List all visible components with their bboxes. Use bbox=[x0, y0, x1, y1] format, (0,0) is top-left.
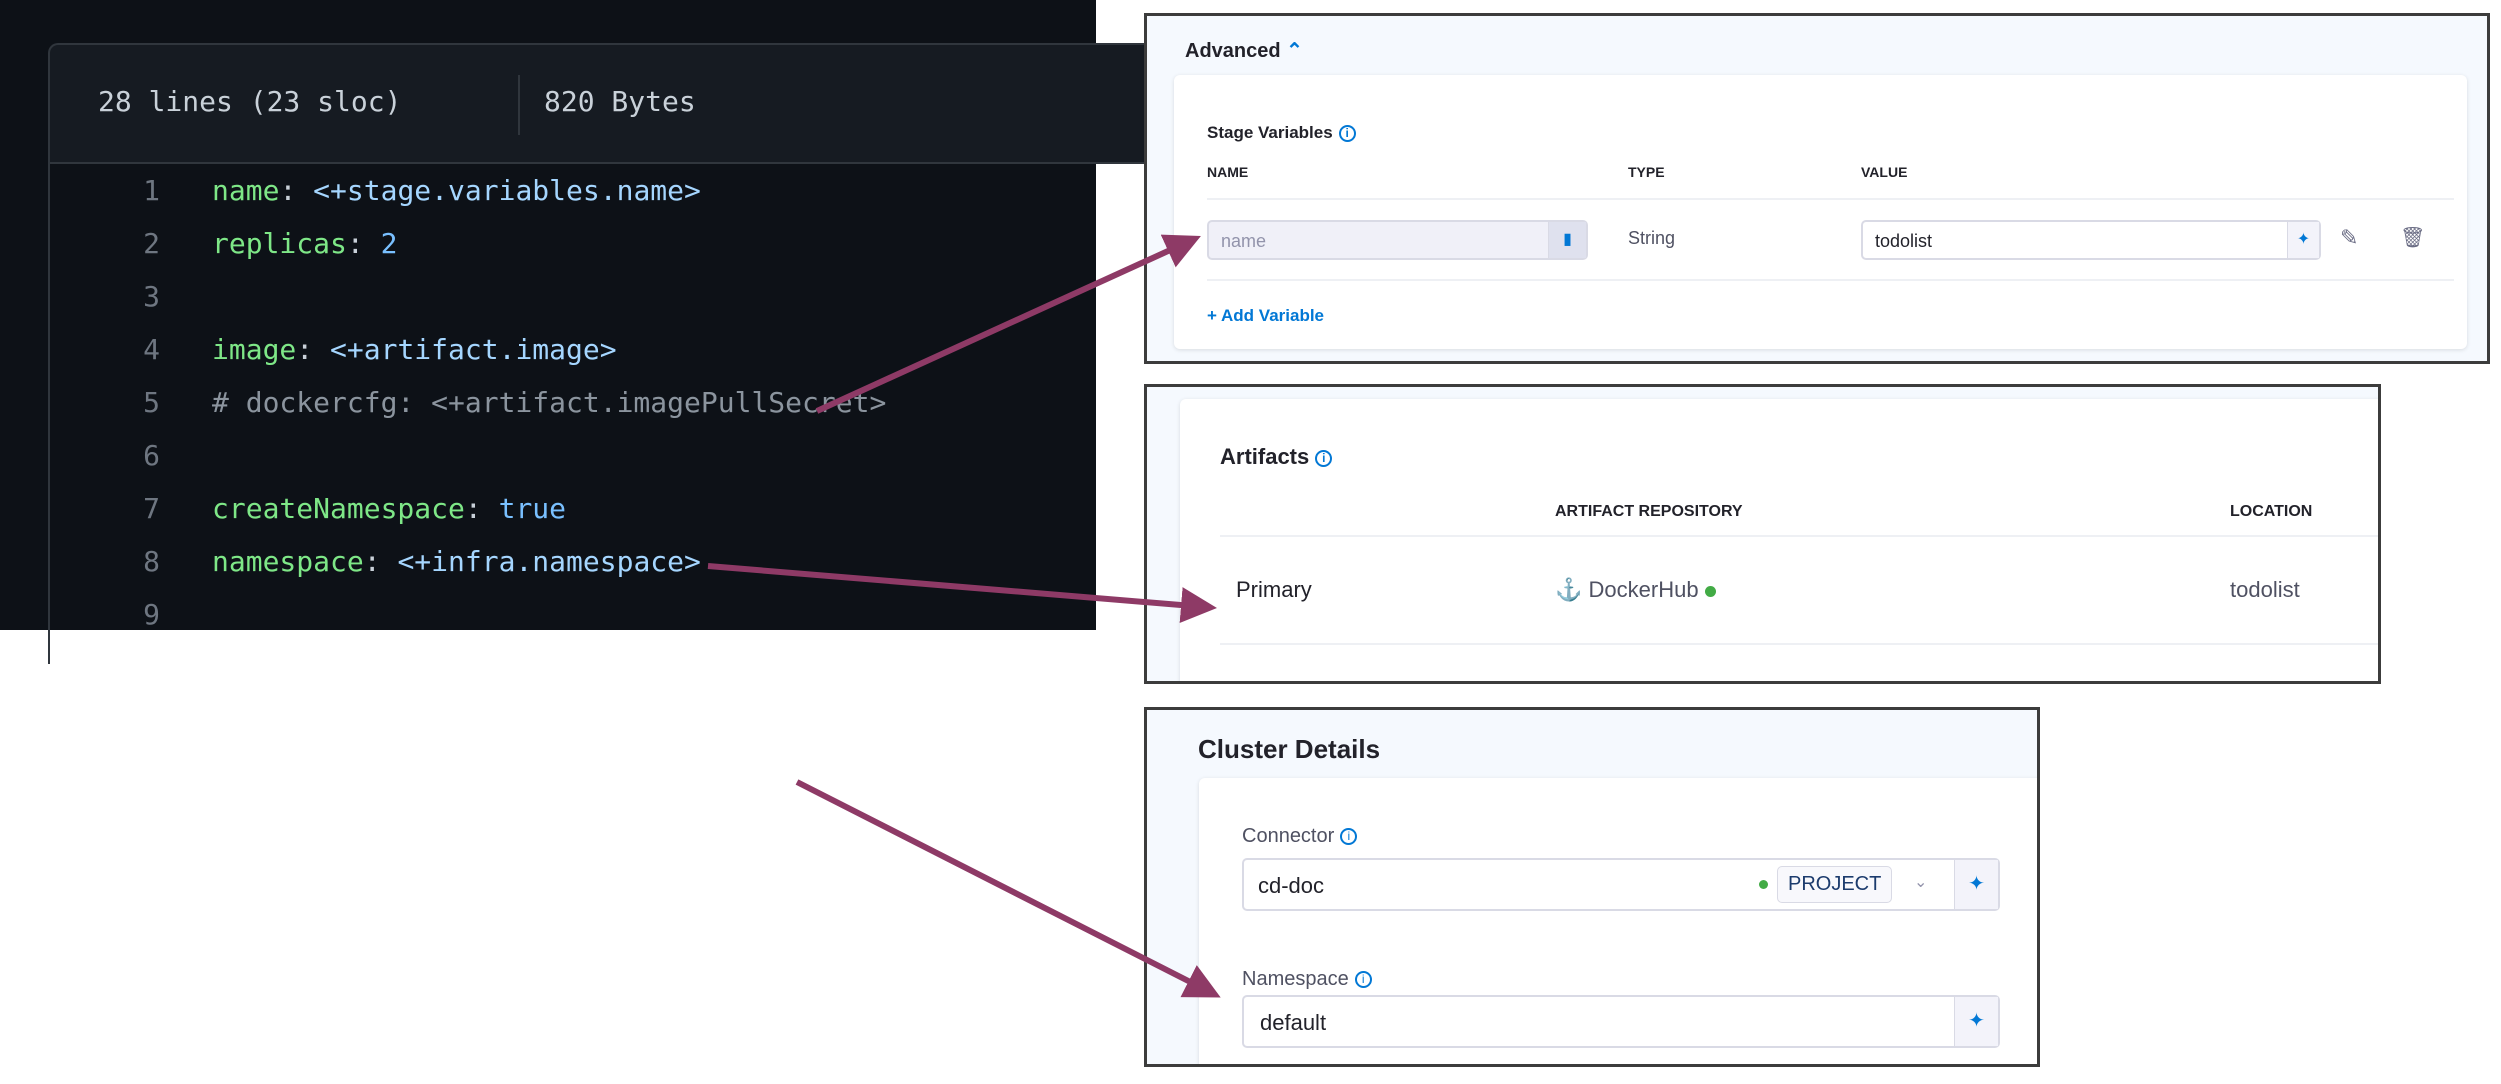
line-number: 8 bbox=[143, 545, 160, 578]
code-line: 2 replicas: 2 bbox=[50, 217, 1150, 270]
advanced-title: Advanced bbox=[1185, 40, 1281, 62]
code-line: 7 createNamespace: true bbox=[50, 482, 1150, 535]
code-line: 8 namespace: <+infra.namespace> bbox=[50, 535, 1150, 588]
code-line: 1 name: <+stage.variables.name> bbox=[50, 164, 1150, 217]
column-name: NAME bbox=[1207, 164, 1249, 180]
cluster-details-panel: Cluster Details Connector i cd-doc PROJEC… bbox=[1144, 707, 2040, 1067]
connector-label: Connector bbox=[1242, 825, 1335, 847]
cluster-card: Connector i cd-doc PROJECT ⌄ ✦ Namespace i… bbox=[1199, 778, 2037, 1064]
advanced-panel: Advanced ⌃ Stage Variables i NAME TYPE VA… bbox=[1144, 13, 2490, 364]
status-dot bbox=[1704, 585, 1716, 597]
add-variable-button[interactable]: + Add Variable bbox=[1207, 306, 1324, 325]
artifact-name: Primary bbox=[1236, 577, 1312, 602]
namespace-value: default bbox=[1260, 1010, 1327, 1035]
line-number: 6 bbox=[143, 439, 160, 472]
namespace-input[interactable]: default ✦ bbox=[1242, 995, 2000, 1048]
code-line: 6 bbox=[50, 429, 1150, 482]
info-icon[interactable]: i bbox=[1340, 828, 1358, 846]
artifact-location: todolist bbox=[2230, 577, 2300, 602]
arrow-namespace-to-cluster bbox=[795, 779, 1221, 998]
connector-value: cd-doc bbox=[1258, 873, 1325, 898]
variable-value-input[interactable]: todolist ✦ bbox=[1861, 220, 2321, 260]
code-text: namespace: <+infra.namespace> bbox=[212, 545, 701, 578]
stage-variables-title: Stage Variables bbox=[1207, 123, 1333, 142]
scope-badge: PROJECT bbox=[1777, 866, 1893, 903]
edit-icon[interactable]: ✎ bbox=[2340, 225, 2359, 250]
artifacts-title: Artifacts bbox=[1220, 444, 1310, 469]
code-text: # dockercfg: <+artifact.imagePullSecret> bbox=[212, 386, 887, 419]
status-dot bbox=[1759, 880, 1768, 889]
info-icon[interactable]: i bbox=[1338, 125, 1356, 143]
code-line: 3 bbox=[50, 270, 1150, 323]
code-viewer: 28 lines (23 sloc) 820 Bytes 1 name: <+st… bbox=[0, 0, 1150, 664]
variable-value: todolist bbox=[1875, 231, 1933, 251]
pin-icon[interactable]: ✦ bbox=[1954, 997, 1998, 1046]
file-info-header: 28 lines (23 sloc) 820 Bytes bbox=[48, 43, 1148, 164]
connector-select[interactable]: cd-doc PROJECT ⌄ ✦ bbox=[1242, 858, 2000, 911]
pin-icon[interactable]: ✦ bbox=[2287, 222, 2319, 258]
code-line: 5 # dockercfg: <+artifact.imagePullSecret… bbox=[50, 376, 1150, 429]
line-count: 28 lines (23 sloc) bbox=[98, 85, 402, 118]
docker-icon: ⚓ bbox=[1555, 577, 1583, 602]
info-icon[interactable]: i bbox=[1354, 971, 1372, 989]
pin-icon[interactable]: ✦ bbox=[1954, 860, 1998, 909]
chevron-down-icon[interactable]: ⌄ bbox=[1914, 874, 1928, 891]
column-value: VALUE bbox=[1861, 164, 1908, 180]
line-number: 1 bbox=[143, 174, 160, 207]
cluster-details-title: Cluster Details bbox=[1198, 734, 1381, 764]
line-number: 3 bbox=[143, 280, 160, 313]
variable-name-input[interactable]: name ▮ bbox=[1207, 220, 1588, 260]
code-text: name: <+stage.variables.name> bbox=[212, 174, 701, 207]
line-number: 2 bbox=[143, 227, 160, 260]
file-size: 820 Bytes bbox=[544, 85, 696, 118]
repository-name: DockerHub bbox=[1588, 577, 1699, 602]
code-line: 9 bbox=[50, 588, 1150, 641]
code-body: 1 name: <+stage.variables.name> 2 replicas:… bbox=[48, 164, 1150, 664]
chevron-up-icon: ⌃ bbox=[1286, 40, 1303, 62]
code-line: 4 image: <+artifact.image> bbox=[50, 323, 1150, 376]
line-number: 9 bbox=[143, 598, 160, 631]
column-location: LOCATION bbox=[2230, 503, 2313, 520]
namespace-label: Namespace bbox=[1242, 968, 1349, 990]
code-text: replicas: 2 bbox=[212, 227, 398, 260]
column-artifact-repository: ARTIFACT REPOSITORY bbox=[1555, 503, 1743, 520]
code-text: createNamespace: true bbox=[212, 492, 567, 525]
arrow-name-to-stage-variable bbox=[815, 234, 1201, 414]
copy-icon[interactable]: ▮ bbox=[1548, 222, 1586, 258]
line-number: 7 bbox=[143, 492, 160, 525]
artifact-repository[interactable]: ⚓ DockerHub bbox=[1555, 577, 1716, 603]
advanced-toggle[interactable]: Advanced ⌃ bbox=[1185, 38, 1303, 63]
delete-icon[interactable]: 🗑 bbox=[2400, 227, 2426, 249]
arrow-image-to-artifact bbox=[707, 563, 1217, 623]
name-placeholder: name bbox=[1221, 231, 1267, 251]
code-text: image: <+artifact.image> bbox=[212, 333, 617, 366]
info-icon[interactable]: i bbox=[1315, 449, 1333, 467]
line-number: 5 bbox=[143, 386, 160, 419]
divider bbox=[518, 75, 520, 135]
variable-type: String bbox=[1628, 228, 1676, 248]
column-type: TYPE bbox=[1628, 164, 1665, 180]
line-number: 4 bbox=[143, 333, 160, 366]
